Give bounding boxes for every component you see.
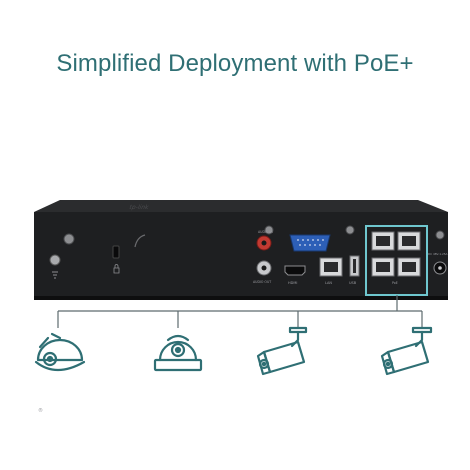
audio-in-hole [261,240,267,246]
poe-port-socket [376,236,390,246]
lan-port-socket [324,262,338,272]
screw-icon [435,230,445,240]
device-top-face [34,200,448,212]
bullet-camera-icon [256,326,308,376]
hdmi-port[interactable] [284,265,306,276]
lan-label: LAN [325,281,332,285]
brand-mark: tp-link [128,204,150,211]
screw-icon [63,233,75,245]
lock-slot-icon [112,245,120,259]
screw-icon [345,225,355,235]
usb-port-socket [353,259,356,273]
reset-pinhole-icon [134,234,146,248]
connection-lines [57,295,423,328]
power-jack-pin [438,266,442,270]
ground-terminal-icon [49,254,61,266]
dome-camera-icon [34,332,86,372]
poe-port-socket [402,236,416,246]
page-title: Simplified Deployment with PoE+ [56,50,414,77]
poe-port-block: PoE [371,231,421,285]
poe-label: PoE [392,281,398,285]
usb-label: USB [349,281,357,285]
screw-icon [264,225,274,235]
audio-out-hole [261,265,267,271]
audio-in-label: AUDIO IN [258,230,273,234]
poe-port-socket [376,262,390,272]
device-bottom-edge [34,296,448,300]
vga-port[interactable] [289,234,331,252]
hdmi-label: HDMI [288,281,297,285]
device-back-panel [34,212,448,298]
ceiling-dome-camera-icon [153,334,203,372]
ground-symbol-icon [52,271,58,279]
power-label: DC 48V-1.25A [428,252,448,256]
bullet-camera-icon [380,326,433,376]
poe-port-socket [402,262,416,272]
lock-icon [113,264,120,274]
footer-mark: ® [38,407,43,414]
nvr-device: tp-link AUDIO IN AUDIO OUT HD [34,200,448,300]
audio-out-label: AUDIO OUT [253,280,271,284]
